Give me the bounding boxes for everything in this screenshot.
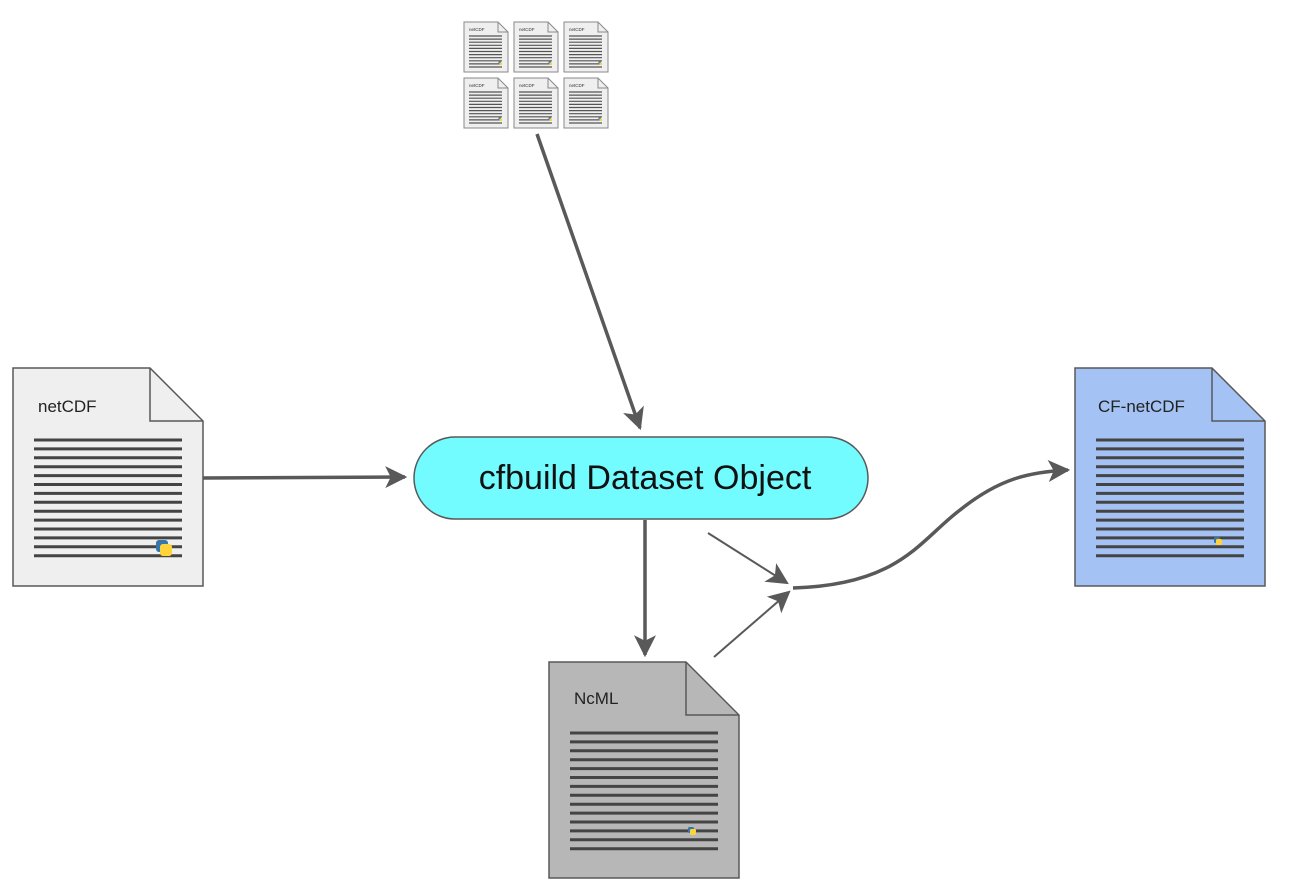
cf-netcdf-document: CF-netCDF [1074,367,1266,587]
dataset-object-node: cfbuild Dataset Object [413,436,869,520]
file-collection: netCDF netCDF netCDF netCDF netCDF netCDF [463,21,609,129]
text-lines [34,438,182,558]
folded-corner [149,368,203,422]
python-logo-icon [1214,537,1222,545]
small-file-label: netCDF [569,27,585,32]
document-icon [563,21,609,73]
text-lines [570,731,718,851]
small-file-icon: netCDF [513,21,559,73]
python-logo-icon [498,117,502,121]
document-icon [563,77,609,129]
small-file-label: netCDF [569,83,585,88]
python-logo-icon [156,540,172,556]
folded-corner [547,78,558,89]
small-file-icon: netCDF [463,77,509,129]
cf-netcdf-label: CF-netCDF [1098,397,1185,416]
ncml-document: NcML [548,661,740,879]
small-file-label: netCDF [519,83,535,88]
arrow-ncml-to-merge [713,590,791,658]
folded-corner [1211,368,1265,422]
folded-corner [497,22,508,33]
dataset-object-pill [413,436,869,520]
python-logo-icon [548,61,552,65]
python-logo-icon [598,61,602,65]
document-icon [513,77,559,129]
document-icon [463,21,509,73]
arrow-netcdf-to-dataset [202,466,408,489]
arrows [202,133,1071,658]
small-file-label: netCDF [469,27,485,32]
netcdf-input-document: netCDF [12,367,204,587]
small-file-icon: netCDF [563,77,609,129]
small-file-icon: netCDF [513,77,559,129]
arrow-merge-to-cf-netcdf [792,460,1071,590]
python-logo-icon [598,117,602,121]
dataset-object-label: cfbuild Dataset Object [479,459,812,497]
folded-corner [685,662,739,716]
python-logo-icon [688,827,696,835]
ncml-label: NcML [574,689,618,708]
netcdf-input-label: netCDF [38,397,97,416]
arrow-dataset-to-merge [707,532,789,585]
small-file-label: netCDF [519,27,535,32]
small-file-icon: netCDF [563,21,609,73]
arrow-files-to-dataset [535,133,644,431]
document-icon [513,21,559,73]
folded-corner [547,22,558,33]
document-icon [463,77,509,129]
small-file-label: netCDF [469,83,485,88]
folded-corner [597,78,608,89]
python-logo-icon [498,61,502,65]
folded-corner [597,22,608,33]
folded-corner [497,78,508,89]
small-file-icon: netCDF [463,21,509,73]
python-logo-icon [548,117,552,121]
